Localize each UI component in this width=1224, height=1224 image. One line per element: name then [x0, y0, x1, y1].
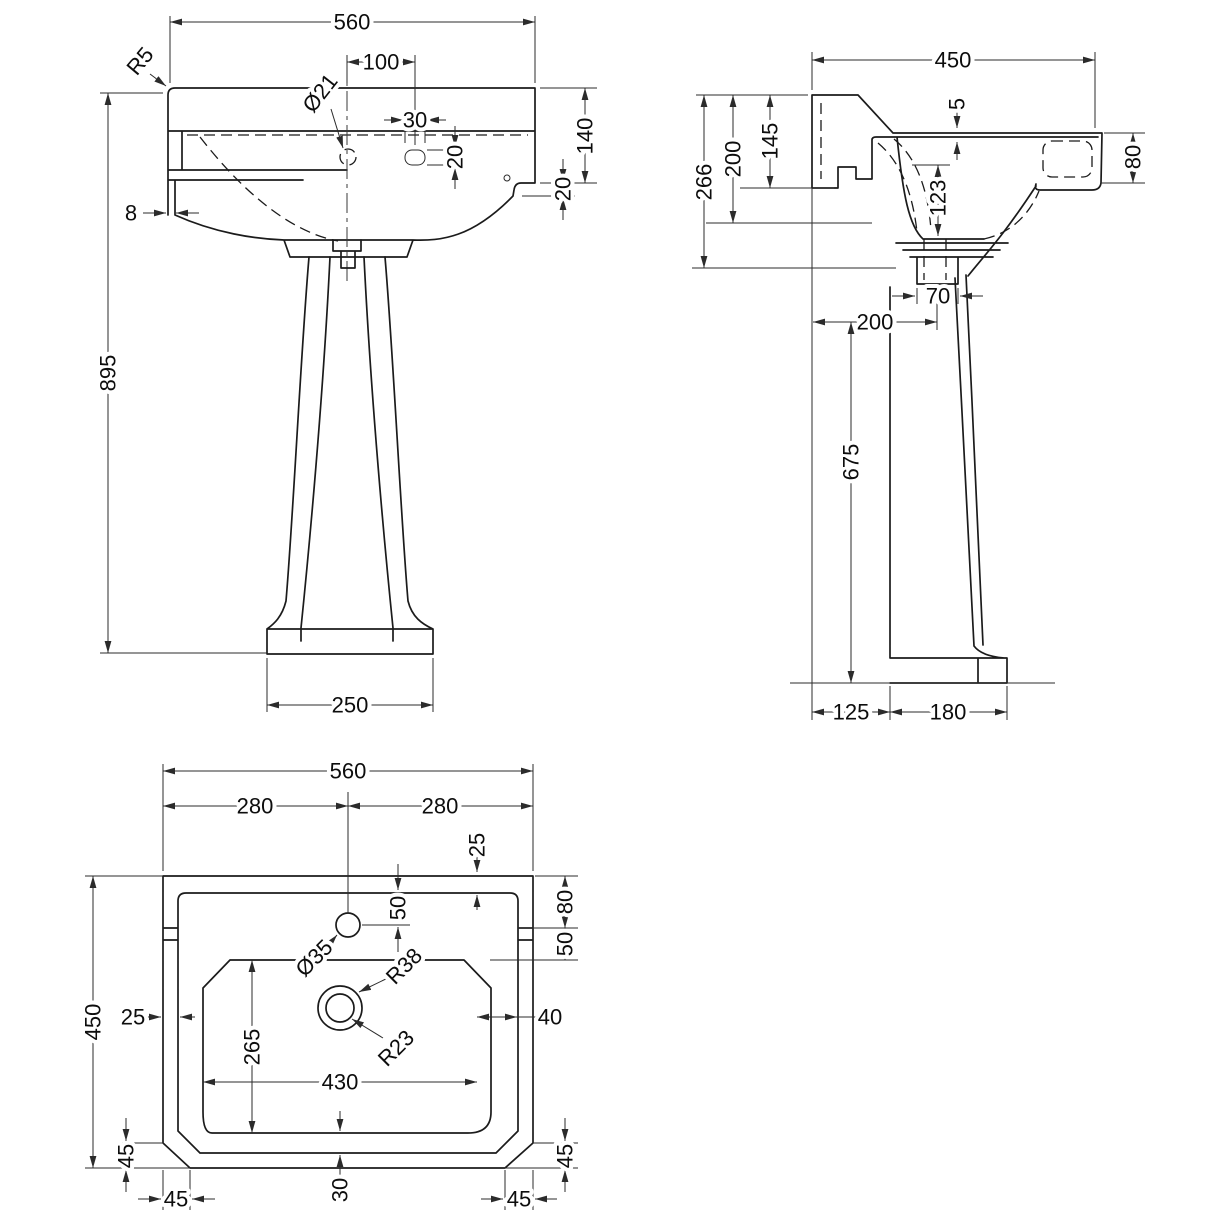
dim-front-slot-height: 20 [443, 145, 468, 169]
dim-front-base-width: 250 [332, 693, 369, 718]
leader-plan-waste-outer [358, 976, 391, 993]
plan-view: 560 280 280 25 50 80 50 450 25 Ø35 R38 R… [77, 755, 582, 1216]
pedestal-front-outline [266, 239, 434, 655]
dim-plan-chamfer-lv: 45 [114, 1144, 139, 1168]
plan-extension-lines [85, 764, 578, 1210]
dim-side-waste-offset: 200 [857, 310, 894, 335]
side-extension-lines [692, 52, 1145, 720]
pedestal-side-outline [889, 274, 1008, 684]
plan-dimension-labels: 560 280 280 25 50 80 50 450 25 Ø35 R38 R… [77, 755, 582, 1216]
dim-side-back-mid: 200 [721, 141, 746, 178]
dim-side-wall-gap: 125 [833, 700, 870, 725]
dim-plan-waste-outer: R38 [381, 943, 427, 989]
dim-plan-bowl-width: 430 [322, 1070, 359, 1095]
dim-side-bracket-height: 145 [758, 123, 783, 160]
basin-front-hidden-lines [187, 134, 528, 242]
dim-plan-tap-to-rim: 50 [386, 896, 411, 920]
side-hidden-lines [820, 103, 1040, 280]
dim-side-waste-width: 70 [926, 284, 950, 309]
dim-side-apron: 80 [1121, 145, 1146, 169]
front-view: 560 100 30 20 Ø21 R5 140 20 8 895 250 [92, 6, 602, 722]
dim-plan-rim-left: 25 [121, 1005, 145, 1030]
dim-plan-bowl-depth: 265 [240, 1029, 265, 1066]
dim-side-rim-lip: 5 [945, 98, 970, 110]
dim-plan-bowl-gap: 30 [328, 1178, 353, 1202]
dim-plan-overall-depth: 450 [81, 1004, 106, 1041]
front-dimension-labels: 560 100 30 20 Ø21 R5 140 20 8 895 250 [92, 6, 602, 722]
dim-plan-chamfer-lh: 45 [164, 1187, 188, 1212]
dim-plan-bowl-inset: 40 [538, 1005, 562, 1030]
waste-outer-circle [317, 985, 363, 1031]
dim-plan-half-left: 280 [237, 794, 274, 819]
basin-side-outline [811, 94, 1103, 285]
dim-front-rim-step: 20 [551, 177, 576, 201]
dim-plan-overall-width: 560 [330, 759, 367, 784]
front-dimension-lines [100, 16, 597, 712]
dim-side-pedestal-height: 675 [839, 444, 864, 481]
dim-side-bowl-depth: 123 [926, 180, 951, 217]
leader-plan-waste-inner [351, 1018, 384, 1039]
dim-plan-ledge-right: 80 [553, 890, 578, 914]
dim-front-tap-diameter: Ø21 [297, 69, 342, 117]
basin-front-outline [167, 87, 536, 258]
side-dimension-lines [692, 52, 1145, 720]
leader-tap-hole [330, 108, 344, 149]
dim-front-overall-width: 560 [334, 10, 371, 35]
dim-side-base-depth: 180 [930, 700, 967, 725]
dim-front-tap-offset: 100 [363, 50, 400, 75]
plan-outline [162, 875, 534, 1169]
dim-plan-tap-diameter: Ø35 [290, 934, 337, 981]
side-view: 450 5 145 200 266 123 80 70 200 675 125 … [688, 44, 1150, 729]
dim-front-rim-depth: 140 [573, 118, 598, 155]
dim-plan-waste-inner: R23 [373, 1025, 419, 1071]
tap-hole-hidden-circle [339, 148, 357, 166]
dim-front-back-step: 8 [125, 201, 137, 226]
dim-front-slot-width: 30 [403, 108, 427, 133]
side-fixing-lug-hidden [1042, 140, 1093, 178]
dim-plan-chamfer-rh: 45 [507, 1187, 531, 1212]
front-extension-lines [100, 16, 597, 712]
dim-plan-half-right: 280 [422, 794, 459, 819]
dim-plan-rim-top: 25 [465, 833, 490, 857]
dim-plan-ledge-inner: 50 [553, 932, 578, 956]
dim-side-back-total: 266 [692, 164, 717, 201]
waste-inner-circle [325, 993, 355, 1023]
dim-front-overall-height: 895 [96, 355, 121, 392]
fixing-slot [404, 149, 426, 166]
leader-plan-tap-hole [325, 934, 338, 949]
side-dimension-labels: 450 5 145 200 266 123 80 70 200 675 125 … [688, 44, 1150, 729]
leader-corner-radius [149, 73, 167, 87]
tap-hole-plan [335, 912, 361, 938]
overflow-hole [503, 174, 511, 182]
dim-plan-chamfer-rv: 45 [553, 1144, 578, 1168]
plan-dimension-lines [85, 764, 578, 1210]
dim-front-corner-radius: R5 [121, 42, 158, 80]
dim-side-overall-depth: 450 [935, 48, 972, 73]
